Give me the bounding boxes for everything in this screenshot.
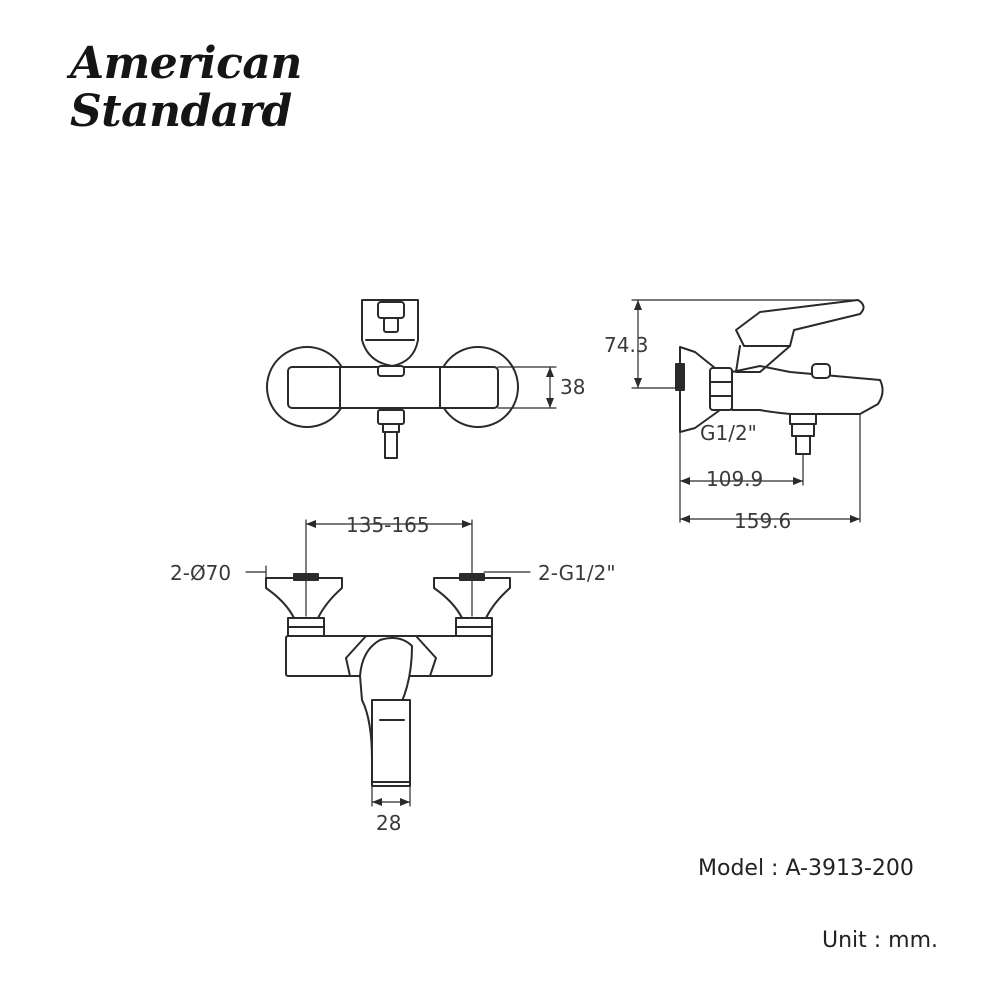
dim-side-inlet: G1/2": [700, 421, 757, 445]
dim-front-centers: 135-165: [346, 513, 430, 537]
dim-side-height: 74.3: [604, 333, 649, 357]
brand-logo: American Standard: [70, 40, 302, 136]
dimension-arrows: [306, 300, 860, 806]
dim-side-total-depth: 159.6: [734, 509, 791, 533]
dim-top-depth: 38: [560, 375, 585, 399]
brand-logo-line2: Standard: [70, 86, 292, 137]
dim-side-inlet-depth: 109.9: [706, 467, 763, 491]
dim-front-inlets: 2-G1/2": [538, 561, 616, 585]
dim-front-spout-width: 28: [376, 811, 401, 835]
top-view: [266, 299, 557, 459]
unit-note: Unit : mm.: [822, 928, 939, 953]
dim-front-escutcheon: 2-Ø70: [170, 561, 231, 585]
side-view: [631, 299, 884, 523]
model-number: Model : A-3913-200: [698, 856, 914, 881]
front-view: [245, 519, 531, 807]
brand-logo-line1: American: [70, 38, 302, 89]
